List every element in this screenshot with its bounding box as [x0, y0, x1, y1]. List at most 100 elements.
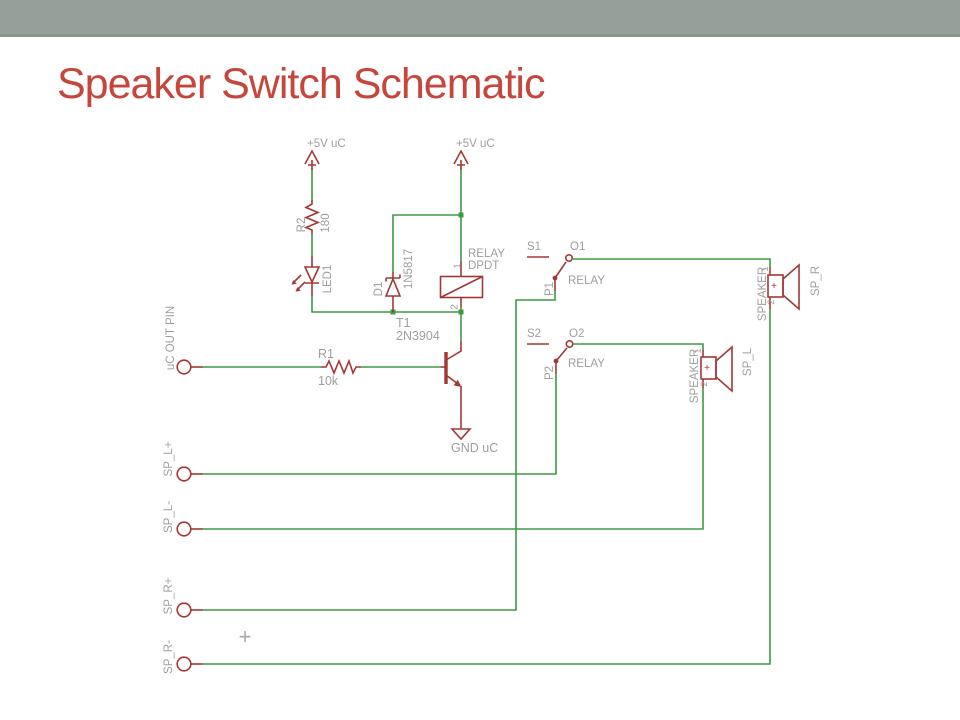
- pin-sp-r-minus: SP_R-: [163, 640, 203, 674]
- resistor-r1-symbol: R1 10k: [318, 347, 361, 388]
- wire-d1-top: [392, 214, 461, 272]
- r2-name-label: R2: [296, 218, 308, 233]
- pin-sp-l-minus: SP_L-: [163, 501, 203, 537]
- sp-l-plus-label: SP_L+: [163, 441, 175, 476]
- uc-out-label: uC OUT PIN: [165, 306, 177, 370]
- contact1-pole-dot: [552, 275, 558, 281]
- pin-circle: [176, 656, 192, 672]
- speaker-r-horn: [782, 263, 800, 311]
- junction-dot: [458, 309, 464, 315]
- supply-symbol-left: +5V uC: [304, 138, 346, 170]
- sp-l-minus-label: SP_L-: [163, 501, 175, 533]
- supply-symbol-right: +5V uC: [453, 138, 495, 170]
- r1-name-label: R1: [318, 347, 334, 361]
- led1-symbol: LED1: [291, 256, 334, 296]
- speaker-l-plus-label: +: [704, 363, 710, 374]
- speaker-r-pin1-label: 1: [760, 266, 770, 271]
- supply-plus-tick: [308, 160, 316, 170]
- supply-arrow-icon: [453, 149, 469, 165]
- diode-d1-symbol: D1 1N5817: [373, 249, 415, 312]
- sp-r-minus-label: SP_R-: [163, 640, 175, 674]
- coil-pin2-label: 2: [450, 304, 461, 310]
- contact2-relay-label: RELAY: [568, 358, 605, 370]
- led-triangle: [303, 266, 321, 284]
- speaker-r-symbol: + 1 2 SPEAKER SP_R: [757, 263, 822, 321]
- t1-value-label: 2N3904: [396, 329, 440, 343]
- transistor-t1-symbol: T1 2N3904: [396, 316, 462, 429]
- relay-coil-name-label: RELAY: [468, 248, 505, 260]
- wires: [203, 168, 771, 665]
- header-band: [0, 0, 960, 37]
- contact2-arm: [555, 347, 568, 362]
- pin-circle: [176, 602, 192, 618]
- resistor-zigzag: [321, 358, 361, 376]
- speaker-r-net-label: SP_R: [810, 266, 822, 296]
- speaker-l-net-label: SP_L: [742, 347, 754, 376]
- contact2-pole-dot: [553, 358, 559, 364]
- contact2-o-label: O2: [569, 328, 584, 340]
- r1-value-label: 10k: [318, 374, 339, 388]
- d1-triangle: [384, 276, 402, 297]
- led-cathode-bar: [305, 282, 319, 296]
- contact1-p-label: P1: [544, 282, 556, 296]
- relay-coil-type-label: DPDT: [468, 260, 499, 272]
- resistor-r2-symbol: R2 180: [296, 200, 332, 234]
- vcc-left-label: +5V uC: [307, 138, 346, 150]
- speaker-l-pin2-label: 2: [699, 381, 709, 386]
- gnd-label: GND uC: [451, 441, 498, 455]
- r2-value-label: 180: [320, 213, 332, 232]
- pin-sp-r-plus: SP_R+: [163, 577, 203, 618]
- led-emission-arrows: [293, 274, 306, 290]
- gnd-triangle-icon: [450, 428, 472, 441]
- contact2-o-terminal: [565, 339, 574, 348]
- supply-plus-tick: [457, 160, 465, 170]
- speaker-l-name-label: SPEAKER: [689, 349, 701, 403]
- pin-uc-out: uC OUT PIN: [165, 306, 203, 375]
- speaker-r-name-label: SPEAKER: [757, 267, 769, 321]
- wire-p1-sp-r-plus: [203, 291, 556, 611]
- speaker-l-pin1-label: 1: [693, 348, 703, 353]
- wire-sp-r-minus: [203, 309, 771, 665]
- wire-p2-sp-l-plus: [203, 374, 557, 475]
- pin-circle: [176, 466, 192, 482]
- page-title: Speaker Switch Schematic: [57, 60, 545, 108]
- resistor-zigzag: [303, 200, 321, 234]
- wire-led-node: [311, 296, 461, 313]
- speaker-r-pin2-label: 2: [766, 299, 776, 304]
- relay-contact2-symbol: S2 O2 RELAY P2: [527, 328, 605, 380]
- contact2-s-label: S2: [527, 328, 541, 340]
- wire-o2-speaker-l: [573, 343, 704, 350]
- wire-o1-speaker-r: [573, 258, 771, 267]
- contact1-s-label: S1: [527, 241, 541, 253]
- pin-circle: [176, 359, 192, 375]
- sheet-plus-mark: +: [239, 624, 252, 649]
- contact1-arm: [554, 261, 567, 279]
- contact1-o-label: O1: [570, 241, 585, 253]
- d1-name-label: D1: [373, 282, 385, 297]
- coil-pin1-label: 1: [453, 263, 464, 269]
- t1-collector: [445, 341, 462, 361]
- sp-r-plus-label: SP_R+: [163, 577, 175, 614]
- vcc-right-label: +5V uC: [456, 138, 495, 150]
- relay-coil-symbol: RELAY DPDT 1 2: [439, 248, 505, 310]
- junction-dot: [458, 212, 464, 218]
- speaker-l-symbol: + 1 2 SPEAKER SP_L: [689, 345, 754, 403]
- contact1-o-terminal: [564, 254, 573, 263]
- pin-circle: [176, 521, 192, 537]
- relay-contact1-symbol: S1 O1 RELAY P1: [527, 241, 605, 296]
- led-arrowhead: [295, 287, 301, 292]
- gnd-symbol: GND uC: [450, 428, 498, 455]
- speaker-l-horn: [715, 345, 733, 393]
- speaker-r-plus-label: +: [771, 281, 777, 292]
- contact1-relay-label: RELAY: [568, 275, 605, 287]
- wire-sp-l-minus: [203, 388, 704, 530]
- led-arrowhead: [291, 280, 297, 285]
- coil-box: [439, 275, 484, 299]
- d1-value-label: 1N5817: [403, 249, 415, 289]
- contact2-p-label: P2: [544, 366, 556, 380]
- t1-name-label: T1: [396, 316, 411, 330]
- led1-name-label: LED1: [322, 265, 334, 294]
- supply-arrow-icon: [304, 149, 320, 165]
